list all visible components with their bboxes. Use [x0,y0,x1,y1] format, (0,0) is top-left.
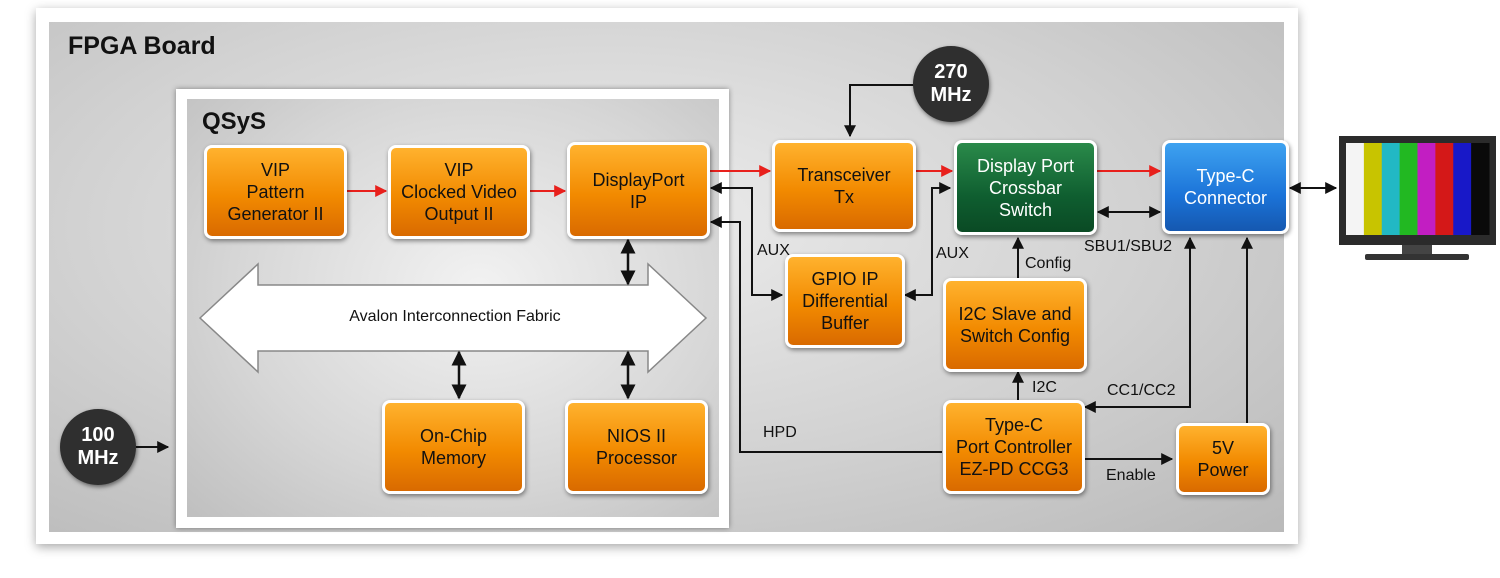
monitor-icon [1339,136,1496,260]
label-hpd: HPD [763,424,797,441]
block-vip-clocked-video: VIP Clocked Video Output II [388,145,530,239]
block-power-label: 5V Power [1197,438,1249,480]
block-vip-clocked-label: VIP Clocked Video Output II [401,160,517,224]
monitor-color-bar [1417,143,1436,235]
label-enable: Enable [1106,467,1156,484]
block-onchip-memory-label: On-Chip Memory [419,426,488,468]
block-5v-power: 5V Power [1176,423,1270,495]
block-transceiver-tx: Transceiver Tx [772,140,916,232]
aux-gpio-to-crossbar [903,182,952,301]
label-i2c: I2C [1032,379,1057,396]
avalon-fabric-label: Avalon Interconnection Fabric [349,308,561,325]
monitor-color-bar [1363,143,1383,235]
label-cc: CC1/CC2 [1107,382,1176,399]
block-gpio-ip: GPIO IP Differential Buffer [785,254,905,348]
clock-100-text: 100 MHz [77,424,119,469]
arrow-clk270-to-transceiver [844,84,916,138]
label-sbu: SBU1/SBU2 [1084,238,1173,255]
label-aux-2: AUX [936,245,969,262]
block-vip-pattern-generator: VIP Pattern Generator II [204,145,347,239]
aux-dpip-to-gpio [709,182,784,301]
hpd-line [709,216,942,453]
block-crossbar-switch: Display Port Crossbar Switch [954,140,1097,235]
block-i2c-slave-label: I2C Slave and Switch Config [958,304,1072,346]
monitor-color-bar [1471,143,1490,235]
monitor-color-bar [1453,143,1472,235]
block-port-controller-label: Type-C Port Controller EZ-PD CCG3 [955,415,1073,479]
clock-270-text: 270 MHz [930,61,972,106]
clock-100mhz: 100 MHz [60,409,136,485]
block-gpio-label: GPIO IP Differential Buffer [802,269,888,333]
qsys-title: QSyS [202,108,267,135]
block-typec-connector-label: Type-C Connector [1183,166,1268,208]
label-config: Config [1025,255,1072,272]
block-i2c-slave: I2C Slave and Switch Config [943,278,1087,372]
label-aux-1: AUX [757,242,790,259]
block-crossbar-label: Display Port Crossbar Switch [976,155,1075,220]
block-nios-label: NIOS II Processor [595,426,678,468]
block-typec-connector: Type-C Connector [1162,140,1289,234]
block-displayport-ip: DisplayPort IP [567,142,710,239]
block-displayport-label: DisplayPort IP [592,169,685,212]
block-transceiver-label: Transceiver Tx [797,165,891,207]
block-vip-pattern-label: VIP Pattern Generator II [227,160,324,224]
avalon-fabric-arrow [198,262,708,374]
monitor-color-bar [1346,143,1365,235]
clock-270mhz: 270 MHz [913,46,989,122]
board-title: FPGA Board [68,32,216,60]
block-onchip-memory: On-Chip Memory [382,400,525,494]
monitor-color-bar [1399,143,1418,235]
monitor-color-bar [1381,143,1401,235]
monitor-color-bar [1435,143,1454,235]
block-port-controller: Type-C Port Controller EZ-PD CCG3 [943,400,1085,494]
arrow-cc [1083,236,1196,413]
block-nios-processor: NIOS II Processor [565,400,708,494]
